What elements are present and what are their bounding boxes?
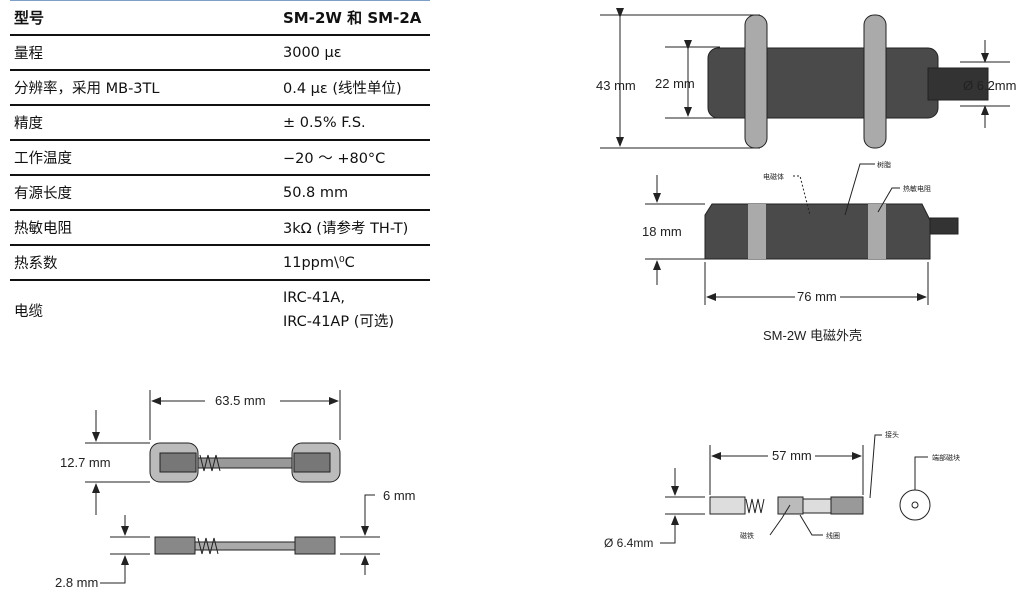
cable-value-1: IRC-41A,	[283, 290, 345, 306]
row-label: 热系数	[10, 245, 283, 281]
sensor-top-view	[600, 8, 1010, 149]
table-row-cable: 电缆 IRC-41A, IRC-41AP (可选)	[10, 280, 430, 339]
table-row: 精度± 0.5% F.S.	[10, 105, 430, 141]
row-label: 热敏电阻	[10, 210, 283, 246]
figure-caption: SM-2W 电磁外壳	[763, 328, 862, 343]
coil-drawing	[660, 434, 931, 544]
magnet-assembly-drawing	[85, 390, 380, 584]
row-value: −20 ～ +80°C	[283, 140, 430, 176]
table-row: 工作温度−20 ～ +80°C	[10, 140, 430, 176]
dim-inner-22: 22 mm	[655, 76, 695, 91]
row-label: 精度	[10, 105, 283, 141]
dim-side-height: 18 mm	[642, 224, 682, 239]
sensor-side-view	[645, 163, 959, 305]
dim-cable-diameter: Ø 6.2mm	[963, 78, 1016, 93]
row-label: 有源长度	[10, 175, 283, 211]
dim-length-63-5: 63.5 mm	[215, 393, 266, 408]
cable-value-2: IRC-41AP (可选)	[283, 314, 395, 330]
top-rule	[10, 0, 430, 1]
label-resin: 树脂	[877, 160, 891, 169]
label-magnet: 磁铁	[740, 531, 754, 540]
row-label: 量程	[10, 35, 283, 71]
row-label: 电缆	[14, 303, 43, 320]
dim-diameter-6-4: Ø 6.4mm	[604, 536, 653, 550]
row-value: ± 0.5% F.S.	[283, 105, 430, 141]
header-value: SM-2W 和 SM-2A	[283, 1, 430, 36]
row-value: IRC-41A, IRC-41AP (可选)	[283, 280, 430, 339]
row-value: 0.4 με (线性单位)	[283, 70, 430, 106]
row-value: 11ppm\⁰C	[283, 245, 430, 281]
row-label: 工作温度	[10, 140, 283, 176]
table-header-row: 型号 SM-2W 和 SM-2A	[10, 1, 430, 36]
label-end-magnet: 端部磁块	[932, 453, 960, 462]
label-connector: 接头	[885, 430, 899, 439]
row-value: 3kΩ (请参考 TH-T)	[283, 210, 430, 246]
dim-height-12-7: 12.7 mm	[60, 455, 111, 470]
header-label: 型号	[10, 1, 283, 36]
row-value: 50.8 mm	[283, 175, 430, 211]
row-value: 3000 με	[283, 35, 430, 71]
dim-width-6: 6 mm	[383, 488, 416, 503]
dim-thickness-2-8: 2.8 mm	[55, 575, 98, 590]
label-coil: 线圈	[826, 531, 840, 540]
dim-length-57: 57 mm	[772, 448, 812, 463]
label-electromagnet: 电磁体	[763, 172, 784, 181]
dim-length-76: 76 mm	[797, 289, 837, 304]
label-thermistor: 热敏电阻	[903, 184, 931, 193]
dim-height-43: 43 mm	[596, 78, 636, 93]
row-label: 分辨率，采用 MB-3TL	[10, 70, 283, 106]
